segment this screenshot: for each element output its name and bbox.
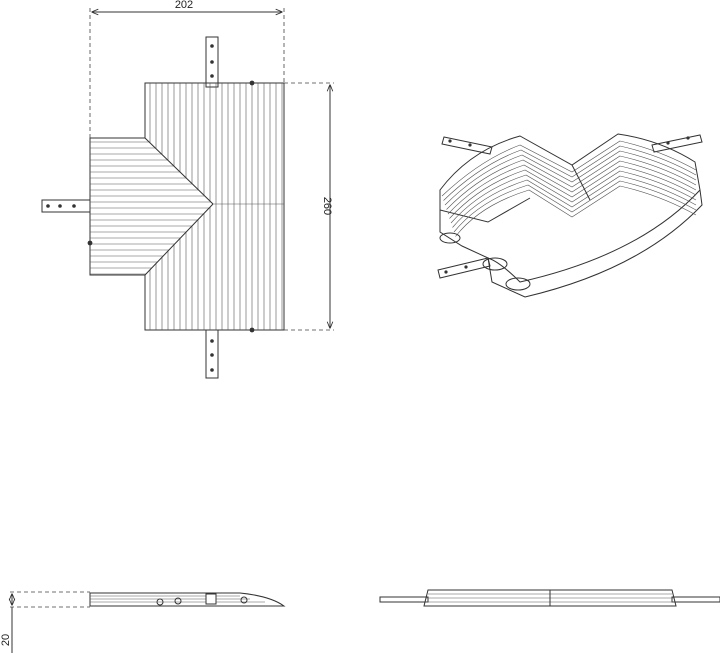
iso-rib-line bbox=[441, 140, 697, 197]
iso-rib-line bbox=[452, 175, 697, 228]
iso-rib-line bbox=[446, 155, 697, 210]
mounting-tab-bottom bbox=[205, 329, 219, 379]
side-view: 20 bbox=[0, 591, 286, 653]
iso-tab-bottom bbox=[437, 257, 491, 279]
iso-rib-line bbox=[455, 185, 697, 237]
cover-body-outline bbox=[89, 82, 285, 331]
side-profile bbox=[89, 592, 286, 607]
rib-lines-horizontal bbox=[90, 141, 211, 275]
mounting-tab-top bbox=[205, 36, 219, 88]
iso-tab-top-right bbox=[651, 134, 703, 153]
rib-lines-vertical bbox=[149, 83, 283, 330]
isometric-view bbox=[437, 133, 703, 298]
top-view: 202 260 bbox=[41, 0, 334, 379]
iso-rib-line bbox=[450, 170, 697, 224]
dimension-width: 202 bbox=[89, 0, 285, 138]
iso-rib-line bbox=[443, 145, 697, 201]
dimension-thickness: 20 bbox=[0, 591, 90, 653]
miter-line-lower bbox=[144, 203, 214, 276]
height-label: 260 bbox=[321, 197, 333, 215]
iso-rib-line bbox=[449, 165, 697, 219]
front-profile bbox=[423, 589, 677, 607]
width-label: 202 bbox=[175, 0, 193, 11]
iso-rib-line bbox=[444, 150, 697, 206]
iso-rib-line bbox=[447, 160, 697, 215]
iso-rib-lines bbox=[441, 140, 697, 237]
iso-tab-top-left bbox=[441, 136, 493, 155]
front-view bbox=[379, 589, 720, 607]
miter-line-upper bbox=[144, 137, 214, 205]
thickness-label: 20 bbox=[0, 634, 12, 646]
dimension-height: 260 bbox=[284, 82, 334, 331]
mounting-tab-left bbox=[41, 199, 91, 213]
iso-rib-line bbox=[453, 180, 697, 233]
